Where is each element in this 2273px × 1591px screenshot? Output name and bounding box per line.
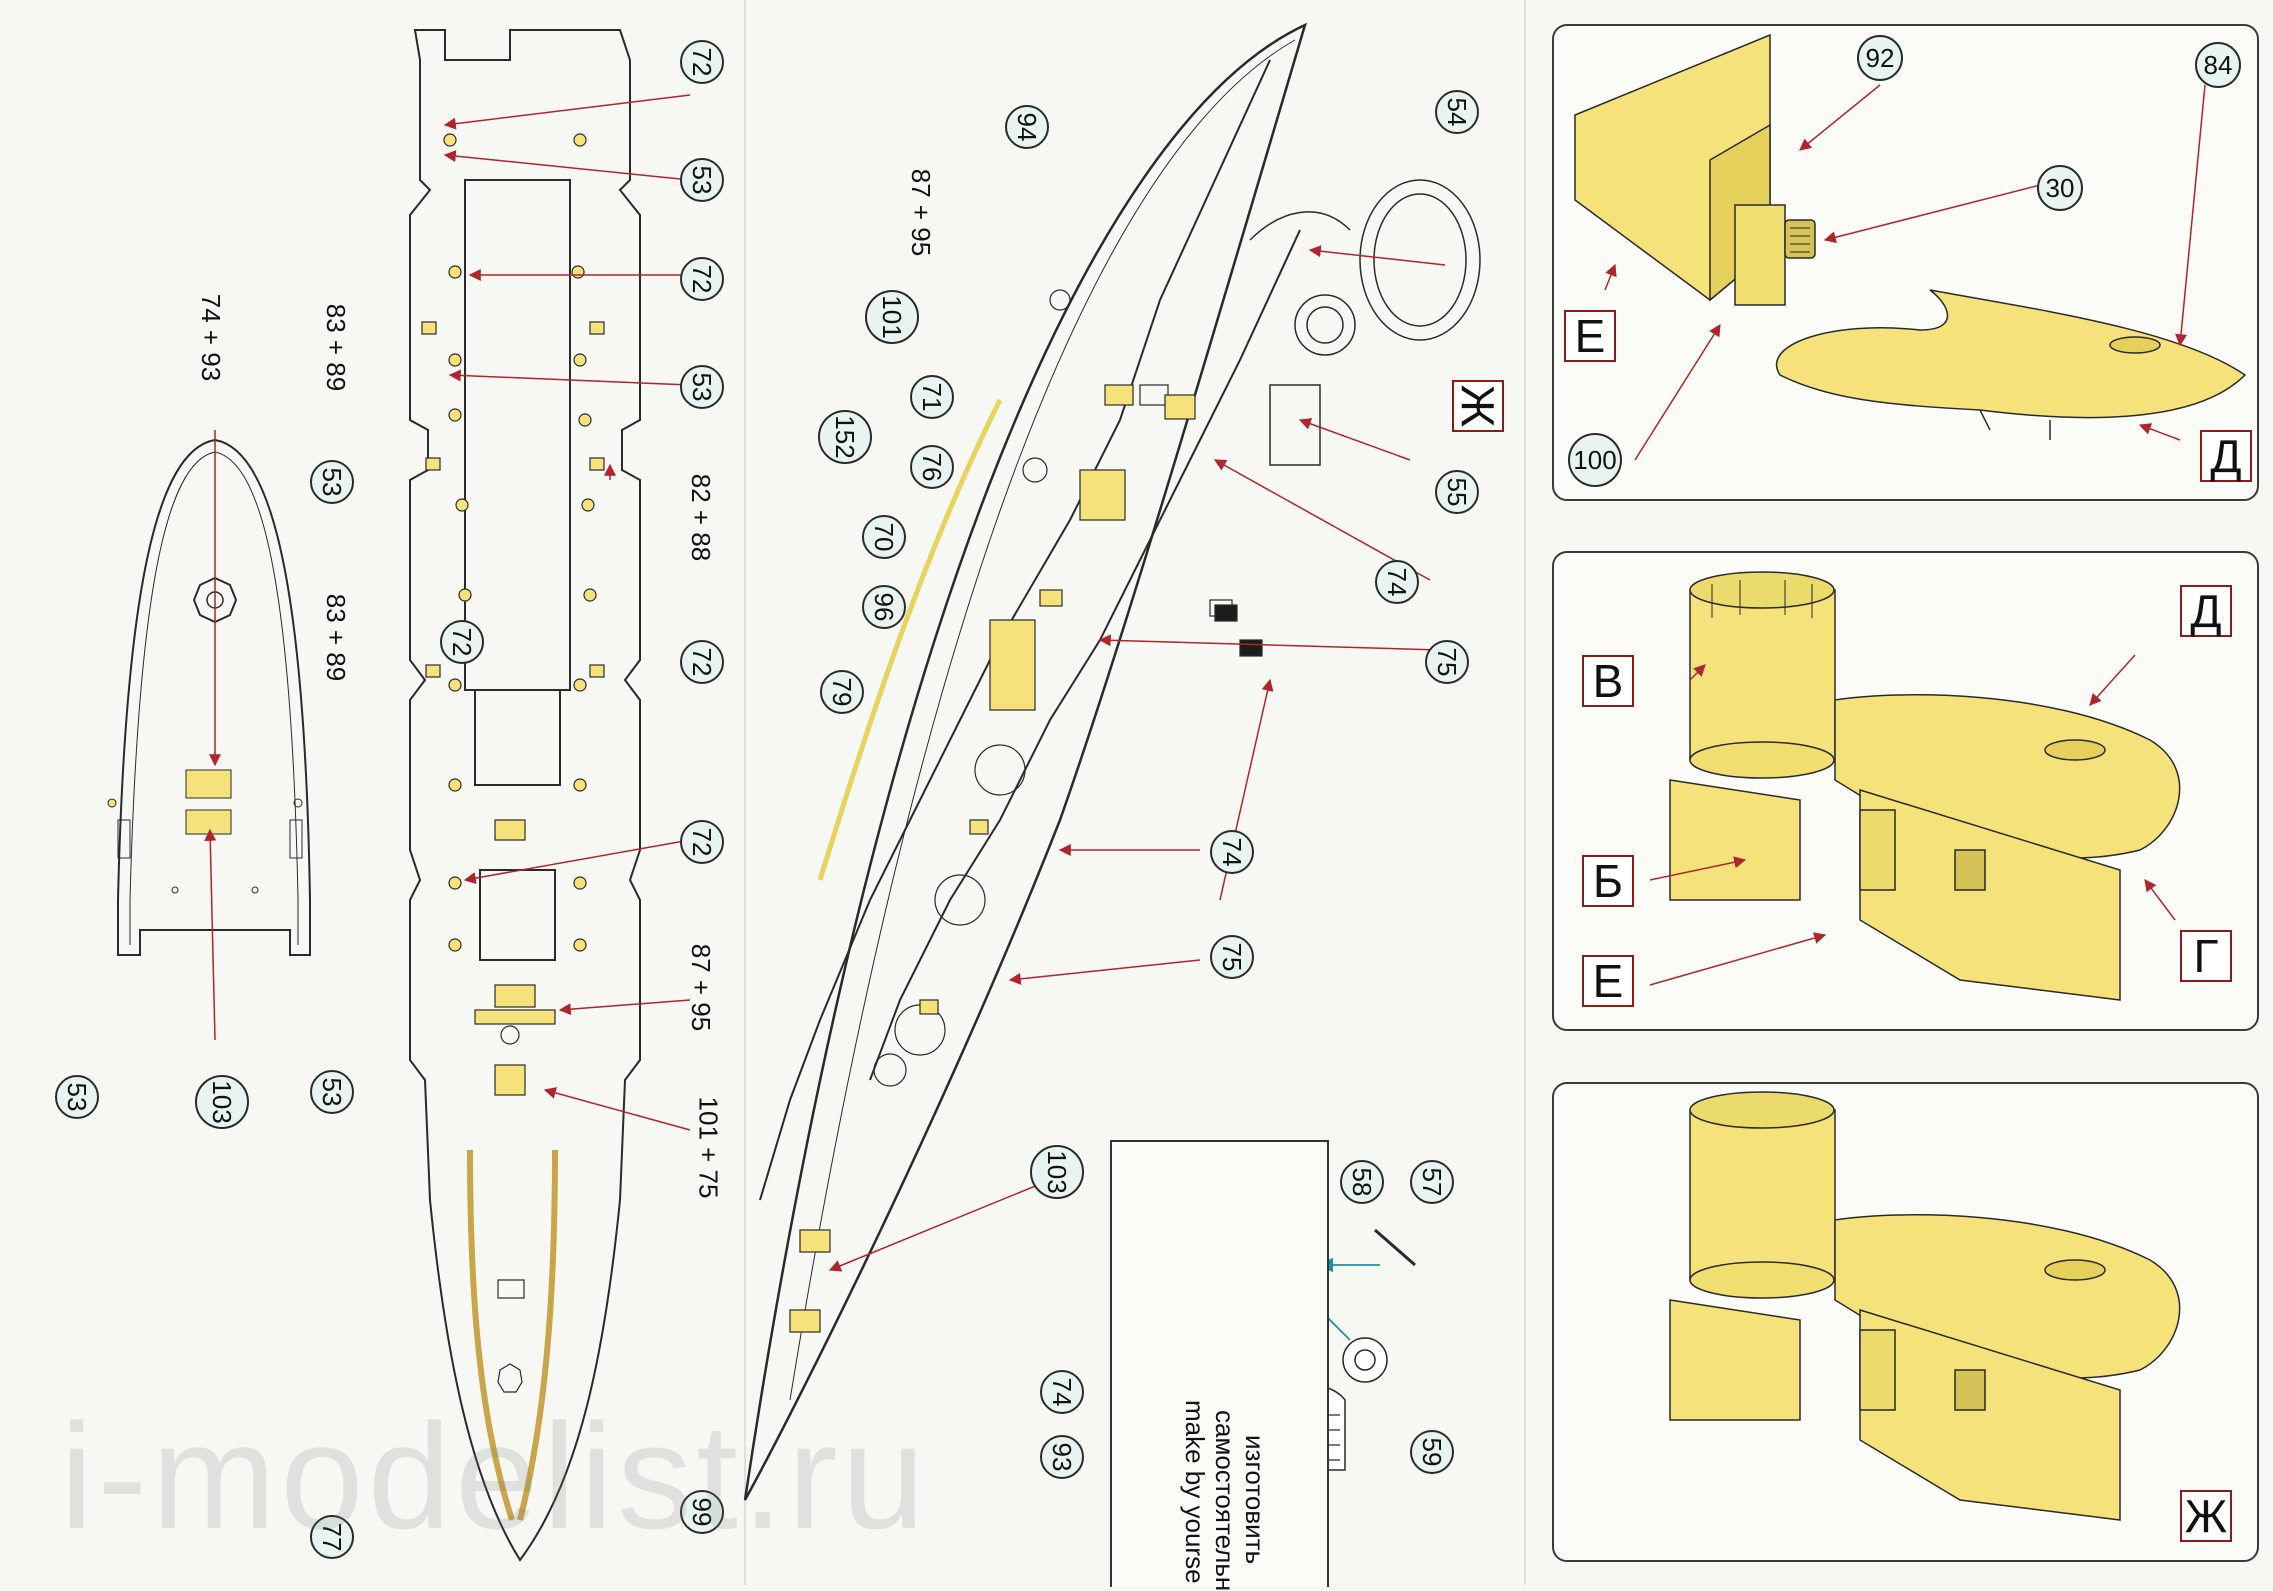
leader-lines (204, 94, 1446, 1272)
caption-line-1: изготовить (1240, 1435, 1270, 1565)
callout-53: 53 (55, 1075, 99, 1119)
callout-70: 70 (862, 515, 906, 559)
callout-94: 94 (1005, 105, 1049, 149)
callout-72: 72 (680, 257, 724, 301)
panel-middle-letter-v: В (1582, 655, 1634, 707)
panel-top-arrows (1604, 84, 2206, 461)
main-deck-fittings (421, 133, 605, 1393)
callout-55: 55 (1435, 470, 1479, 514)
hull-top-fittings (1249, 179, 1481, 466)
callout-57: 57 (1410, 1160, 1454, 1204)
panel-middle-letter-e: Е (1582, 955, 1634, 1007)
callout-83-89: 83 + 89 (321, 303, 352, 392)
callout-75: 75 (1425, 640, 1469, 684)
callout-53: 53 (680, 365, 724, 409)
callout-100: 100 (1568, 433, 1622, 487)
caption-line-2: самостоятельн (1210, 1410, 1240, 1591)
hull-side-fittings (789, 289, 1263, 1333)
callout-96: 96 (862, 585, 906, 629)
callout-74: 74 (1040, 1370, 1084, 1414)
panel-middle-arrows (1649, 654, 2176, 986)
callout-79: 79 (820, 670, 864, 714)
callout-83-89: 83 + 89 (321, 593, 352, 682)
callout-92: 92 (1857, 35, 1903, 81)
callout-101-75: 101 + 75 (693, 1096, 724, 1199)
main-deck-piece (409, 29, 641, 1562)
caption-line-3: make by yourse (1180, 1400, 1210, 1584)
callout-82-88: 82 + 88 (686, 473, 717, 562)
callout-54: 54 (1435, 90, 1479, 134)
callout-74: 74 (1210, 830, 1254, 874)
callout-53: 53 (310, 460, 354, 504)
make-by-yourself-box (1110, 1140, 1329, 1587)
watermark-text: i-modelist.ru (60, 1392, 929, 1560)
callout-72: 72 (680, 820, 724, 864)
callout-53: 53 (310, 1070, 354, 1114)
panel-top-letter-e: Е (1564, 310, 1616, 362)
bow-deck-piece (117, 438, 311, 956)
callout-72: 72 (680, 40, 724, 84)
callout-87-95: 87 + 95 (906, 168, 937, 257)
panel-middle-letter-b: Б (1582, 855, 1634, 907)
callout-101: 101 (865, 290, 919, 344)
callout-74-93: 74 + 93 (196, 293, 227, 382)
callout-76: 76 (910, 445, 954, 489)
panel-top-letter-d: Д (2200, 430, 2252, 482)
hull-side-yellow-edge (817, 398, 1003, 881)
callout-58: 58 (1340, 1160, 1384, 1204)
callout-84: 84 (2195, 42, 2241, 88)
callout-72: 72 (440, 620, 484, 664)
callout-72: 72 (680, 640, 724, 684)
callout-75: 75 (1210, 935, 1254, 979)
callout-74: 74 (1375, 560, 1419, 604)
hull-side-piece (743, 22, 1307, 1501)
callout-103: 103 (1030, 1145, 1084, 1199)
callout-30: 30 (2037, 165, 2083, 211)
callout-59: 59 (1410, 1430, 1454, 1474)
deck-strip-parts (467, 1149, 558, 1521)
callout-93: 93 (1040, 1435, 1084, 1479)
panel-bottom-letter-zh: Ж (2180, 1490, 2232, 1542)
panel-middle-parts (1669, 571, 2181, 1001)
panel-bottom-parts (1669, 1091, 2181, 1521)
callout-103: 103 (195, 1075, 249, 1129)
panel-top-parts (1574, 33, 2247, 440)
callout-152: 152 (818, 410, 872, 464)
panel-middle-letter-d: Д (2180, 585, 2232, 637)
section-letter-zh: Ж (1452, 380, 1504, 432)
callout-87-95: 87 + 95 (686, 943, 717, 1032)
callout-71: 71 (910, 375, 954, 419)
callout-53: 53 (680, 158, 724, 202)
panel-middle-letter-g: Г (2180, 930, 2232, 982)
